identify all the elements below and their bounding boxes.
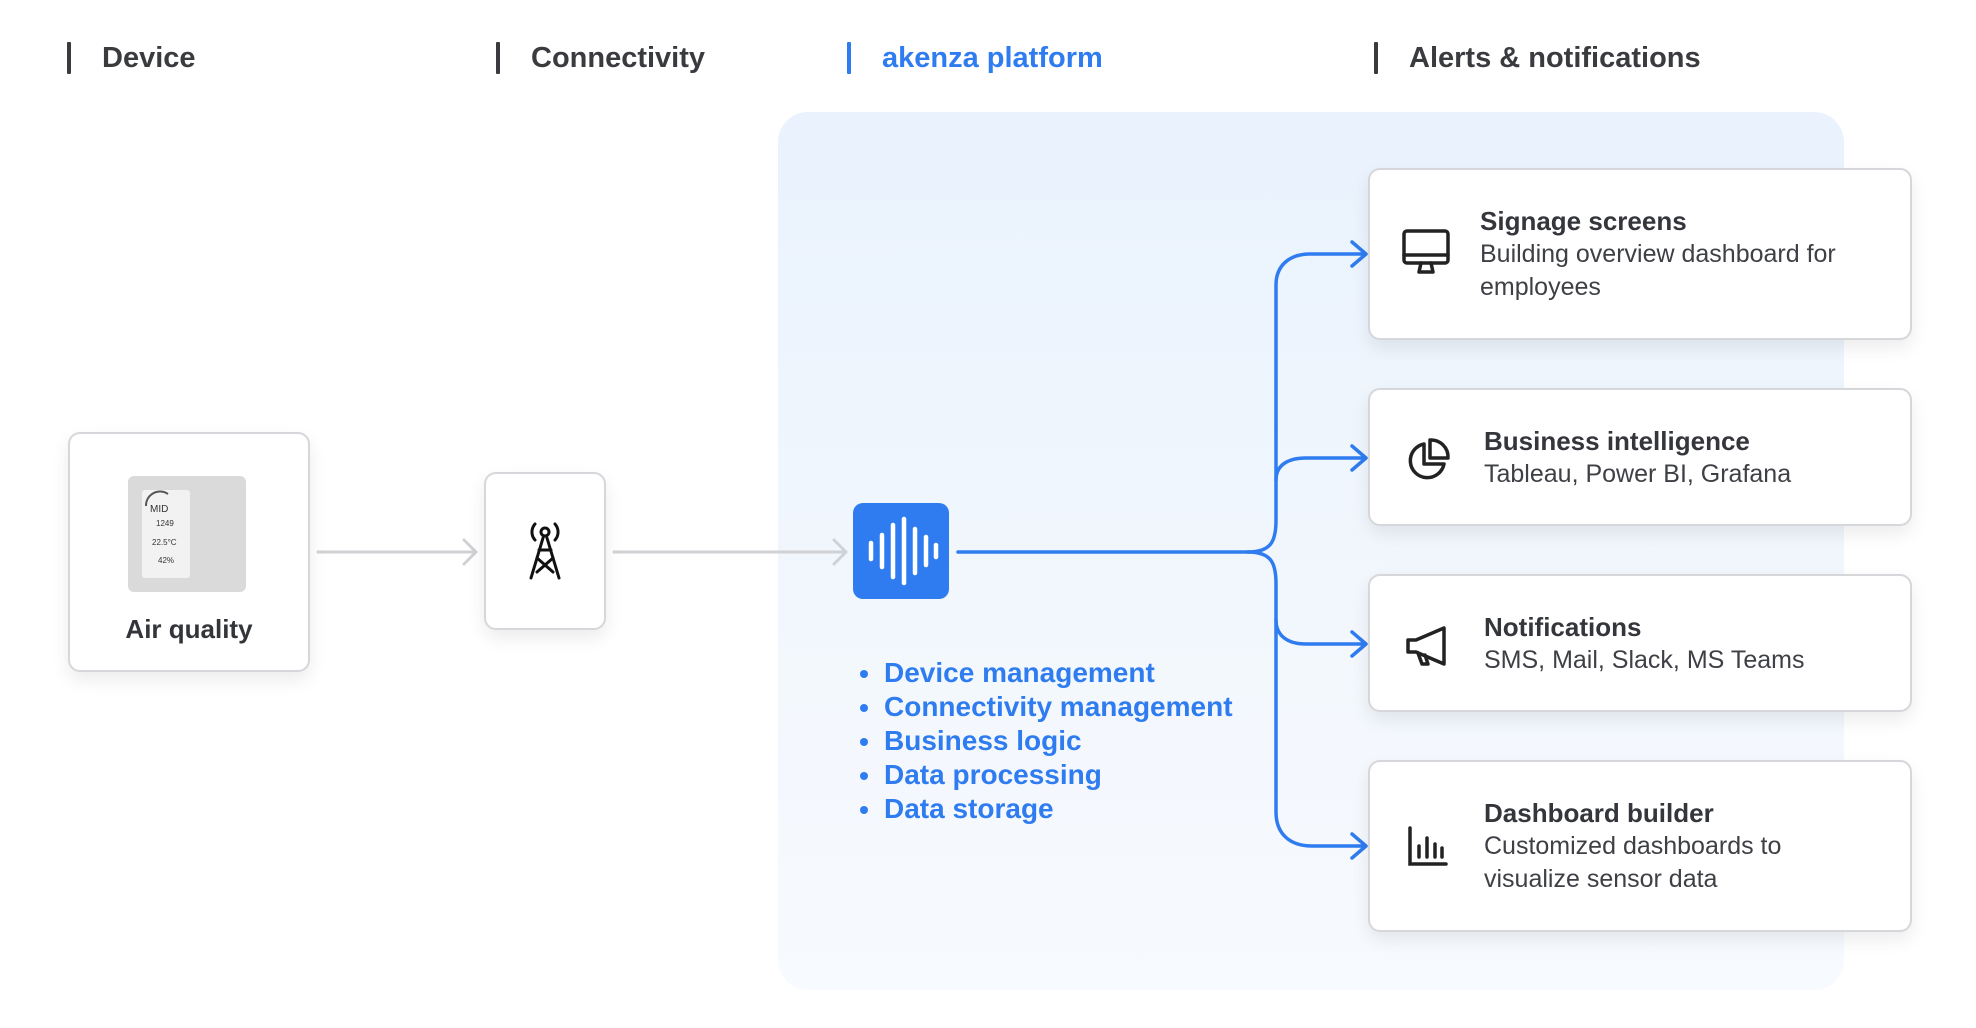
output-description: Customized dashboards to visualize senso… <box>1484 832 1782 893</box>
sensor-humidity-value: 42% <box>158 556 175 565</box>
output-title: Dashboard builder <box>1484 798 1714 828</box>
sensor-temperature-value: 22.5°C <box>152 538 177 547</box>
feature-item: Device management <box>858 656 1233 690</box>
connectivity-to-platform-arrow <box>612 538 848 566</box>
sensor-display-icon <box>142 490 190 578</box>
device-to-connectivity-arrow <box>316 538 478 566</box>
connectivity-card <box>484 472 606 630</box>
cell-tower-icon <box>529 522 561 580</box>
output-description: SMS, Mail, Slack, MS Teams <box>1484 646 1805 674</box>
akenza-logo <box>853 503 949 599</box>
sensor-co2-value: 1249 <box>156 519 174 528</box>
bar-chart-icon <box>1408 826 1448 866</box>
feature-item: Business logic <box>858 724 1233 758</box>
device-label: Air quality <box>125 614 253 644</box>
output-title: Signage screens <box>1480 206 1687 236</box>
header-marker <box>1374 42 1378 74</box>
output-title: Notifications <box>1484 612 1642 642</box>
header-marker <box>496 42 500 74</box>
output-card-dashboard: Dashboard builder Customized dashboards … <box>1368 760 1912 932</box>
header-alerts: Alerts & notifications <box>1374 38 1701 78</box>
branch-signage <box>1246 240 1368 554</box>
branch-notifications <box>1246 550 1368 658</box>
branch-bi <box>1274 444 1368 482</box>
output-description: Building overview dashboard for employee… <box>1480 240 1836 301</box>
header-platform-label: akenza platform <box>882 41 1103 74</box>
header-marker <box>847 42 851 74</box>
feature-item: Data storage <box>858 792 1233 826</box>
output-card-bi: Business intelligence Tableau, Power BI,… <box>1368 388 1912 526</box>
platform-feature-list: Device management Connectivity managemen… <box>858 656 1233 826</box>
feature-item: Data processing <box>858 758 1233 792</box>
air-quality-sensor-image: MID 1249 22.5°C 42% <box>128 476 246 592</box>
header-device-label: Device <box>102 41 196 74</box>
header-connectivity-label: Connectivity <box>531 41 706 74</box>
output-description: Tableau, Power BI, Grafana <box>1484 460 1792 488</box>
megaphone-icon <box>1406 626 1446 666</box>
header-device: Device <box>67 38 196 78</box>
header-platform: akenza platform <box>847 38 1103 78</box>
soundwave-logo-icon <box>868 516 939 586</box>
header-marker <box>67 42 71 74</box>
device-card: MID 1249 22.5°C 42% Air quality <box>68 432 310 672</box>
output-card-notifications: Notifications SMS, Mail, Slack, MS Teams <box>1368 574 1912 712</box>
header-connectivity: Connectivity <box>496 38 705 78</box>
header-alerts-label: Alerts & notifications <box>1409 41 1701 74</box>
sensor-badge: MID <box>150 504 169 515</box>
output-card-signage: Signage screens Building overview dashbo… <box>1368 168 1912 340</box>
monitor-icon <box>1402 229 1450 274</box>
branch-dashboard <box>1274 618 1368 860</box>
pie-chart-icon <box>1408 438 1450 480</box>
feature-item: Connectivity management <box>858 690 1233 724</box>
output-title: Business intelligence <box>1484 426 1750 456</box>
